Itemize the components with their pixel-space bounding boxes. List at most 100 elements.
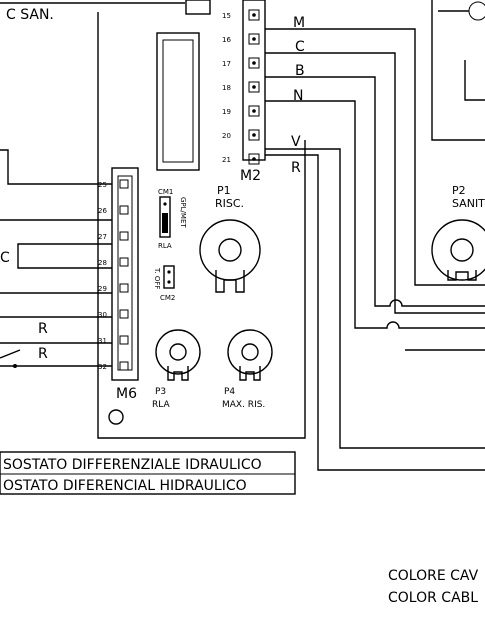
m6-pin-29 — [119, 283, 129, 293]
p3-trimmer — [155, 329, 201, 381]
m2-pin-number: 15 — [222, 12, 231, 20]
m2-pin-15 — [248, 9, 260, 21]
m2-pin-17 — [248, 57, 260, 69]
p1-label: P1 — [217, 184, 231, 197]
p1-desc: RISC. — [215, 197, 244, 210]
m6-pin-number: 29 — [98, 285, 107, 293]
m6-pin-30 — [119, 309, 129, 319]
m6-pin-number: 25 — [98, 181, 107, 189]
m2-pin-dot — [252, 37, 256, 41]
m6-terminal-block — [111, 167, 139, 381]
cm2-pin-top — [167, 270, 171, 274]
m2-pin-dot — [252, 85, 256, 89]
wire-c-label: C — [295, 39, 305, 55]
m2-pin-19 — [248, 105, 260, 117]
m2-pin-number: 17 — [222, 60, 231, 68]
m6-label: M6 — [116, 386, 137, 402]
wire-m-label: M — [293, 15, 305, 31]
caption-line-2: OSTATO DIFERENCIAL HIDRAULICO — [3, 478, 247, 494]
m6-pin-number: 26 — [98, 207, 107, 215]
m2-pin-dot — [252, 109, 256, 113]
wire-right-upper — [464, 60, 485, 101]
cm2-label: CM2 — [160, 294, 175, 302]
p2-trimmer — [431, 219, 485, 281]
m2-pin-number: 21 — [222, 156, 231, 164]
p4-desc: MAX. RIS. — [222, 400, 265, 410]
m6-pin-number: 31 — [98, 337, 107, 345]
m6-pin-number: 30 — [98, 311, 107, 319]
m6-pin-25 — [119, 179, 129, 189]
left-switch-line — [0, 349, 21, 359]
wire-v — [265, 148, 485, 449]
wire-right-top — [431, 0, 485, 141]
m2-pins: 15 16 17 18 19 20 21 — [222, 9, 260, 165]
cm1-pin — [163, 202, 167, 206]
relay-inner — [162, 39, 194, 163]
left-r-label-2: R — [38, 346, 48, 362]
c-san-label: C SAN. — [6, 7, 54, 23]
cm1-rla-label: RLA — [158, 242, 172, 250]
m2-label: M2 — [240, 168, 261, 184]
p2-label: P2 — [452, 184, 466, 197]
wire-v-label: V — [291, 134, 301, 150]
m2-pin-dot — [252, 13, 256, 17]
m6-pin-26 — [119, 205, 129, 215]
wire-left-25 — [0, 149, 112, 185]
legend-line-1: COLORE CAV — [388, 568, 479, 584]
m6-pin-31 — [119, 335, 129, 345]
m2-pin-number: 20 — [222, 132, 231, 140]
cm2-jumper — [163, 265, 175, 289]
m2-pin-number: 19 — [222, 108, 231, 116]
m2-pin-dot — [252, 157, 256, 161]
m2-pin-number: 18 — [222, 84, 231, 92]
wire-r — [265, 154, 485, 471]
left-r-label-1: R — [38, 321, 48, 337]
cm1-jumper-fill — [162, 213, 168, 233]
right-edge-circle — [468, 1, 485, 21]
cm1-label: CM1 — [158, 188, 173, 196]
t-off-label: T. OFF — [153, 267, 161, 289]
top-connector — [185, 0, 211, 15]
legend-line-2: COLOR CABL — [388, 590, 478, 606]
m2-pin-20 — [248, 129, 260, 141]
m6-pin-number: 27 — [98, 233, 107, 241]
wire-m — [265, 28, 485, 286]
p3-desc: RLA — [152, 400, 170, 410]
relay-block — [156, 32, 200, 171]
left-c-label: C — [0, 250, 10, 266]
board-outline — [97, 12, 306, 439]
m2-pin-16 — [248, 33, 260, 45]
m2-pin-18 — [248, 81, 260, 93]
cm1-options: GPL/MET — [179, 197, 187, 228]
p1-trimmer — [199, 219, 261, 293]
p4-label: P4 — [224, 387, 235, 397]
caption-line-1: SOSTATO DIFFERENZIALE IDRAULICO — [3, 457, 262, 473]
m2-pin-number: 16 — [222, 36, 231, 44]
m6-pin-28 — [119, 257, 129, 267]
caption-box — [0, 451, 296, 495]
m6-pin-27 — [119, 231, 129, 241]
left-switch-dot — [13, 364, 17, 368]
p3-label: P3 — [155, 387, 166, 397]
wire-n — [265, 100, 485, 329]
m6-inner — [117, 175, 133, 371]
wire-b-label: B — [295, 63, 305, 79]
m6-pin-number: 28 — [98, 259, 107, 267]
wire-r-label: R — [291, 160, 301, 176]
wire-n-label: N — [293, 88, 303, 104]
cm1-jumper — [159, 196, 171, 238]
wire-left-27-28 — [17, 243, 112, 269]
cm2-pin-bottom — [167, 280, 171, 284]
m2-pin-21 — [248, 153, 260, 165]
p4-trimmer — [227, 329, 273, 381]
m2-pin-dot — [252, 61, 256, 65]
wire-c — [265, 52, 485, 314]
m6-pins: 25 26 27 28 29 30 31 32 — [98, 179, 129, 371]
m6-pin-32 — [119, 361, 129, 371]
mounting-hole — [108, 409, 124, 425]
wire-b — [265, 76, 485, 307]
p2-desc: SANIT — [452, 197, 485, 210]
m6-pin-number: 32 — [98, 363, 107, 371]
m2-pin-dot — [252, 133, 256, 137]
